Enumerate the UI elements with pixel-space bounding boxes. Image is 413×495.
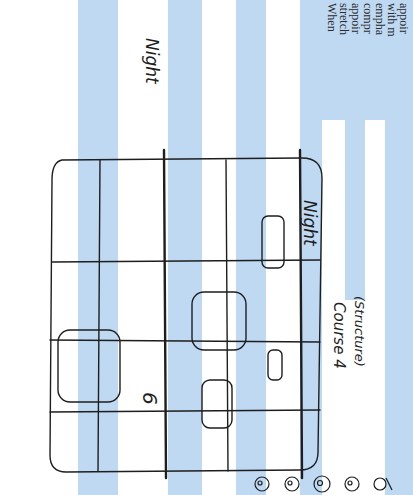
handwritten-note: Night: [143, 38, 160, 84]
printed-text: empha: [374, 3, 386, 35]
grid-line: [50, 340, 320, 342]
blue-band: [78, 0, 118, 495]
printed-text: appoir: [398, 3, 410, 34]
grid-line: [98, 160, 100, 471]
handwritten-note: (Structure): [353, 296, 366, 367]
printed-text: appoir: [350, 3, 362, 34]
printed-text: with m: [386, 3, 398, 37]
face-icons: [255, 476, 392, 492]
blue-band: [345, 120, 365, 300]
blue-bands: [78, 0, 413, 495]
pen-sketch: [50, 150, 322, 478]
outline: [50, 158, 322, 472]
grid-line: [52, 260, 320, 262]
printed-text: compr: [362, 3, 374, 34]
blob: [192, 292, 246, 350]
night-line: [300, 150, 302, 478]
blob: [58, 330, 120, 402]
handwritten-note: Course 4: [331, 302, 346, 369]
handwritten-note: 6: [140, 392, 160, 405]
blue-band: [300, 0, 413, 120]
handwritten-note: Night: [301, 200, 318, 246]
blue-band: [168, 0, 202, 495]
blob: [262, 216, 284, 268]
printed-text: When: [326, 3, 338, 32]
night-line: [164, 150, 166, 478]
grid-line: [226, 160, 228, 471]
grid-line: [50, 410, 320, 412]
blue-band: [385, 120, 413, 495]
blob: [268, 350, 282, 380]
printed-text: stretch: [338, 3, 350, 35]
blob: [202, 380, 232, 428]
